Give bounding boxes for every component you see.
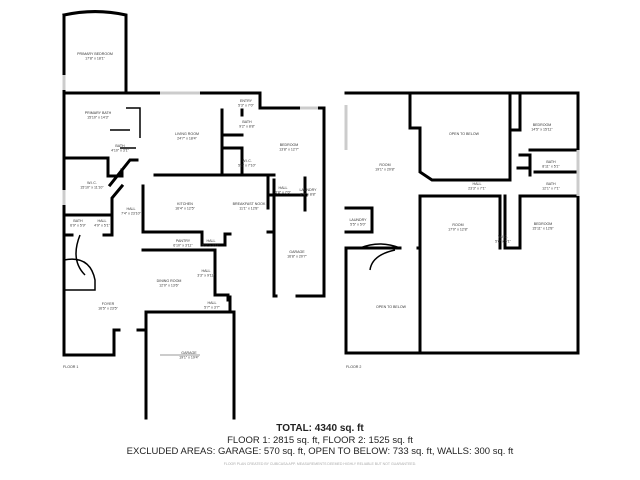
floor-1-walls <box>62 10 326 420</box>
svg-text:W.I.C.15'10" x 11'10": W.I.C.15'10" x 11'10" <box>80 181 104 190</box>
excluded-areas: EXCLUDED AREAS: GARAGE: 570 sq. ft, OPEN… <box>126 446 514 457</box>
total-area: TOTAL: 4340 sq. ft <box>276 423 364 434</box>
floor-areas: FLOOR 1: 2815 sq. ft, FLOOR 2: 1525 sq. … <box>227 435 413 446</box>
floor-2-label: FLOOR 2 <box>346 365 361 369</box>
svg-text:W.I.C.5'2" x 7'10": W.I.C.5'2" x 7'10" <box>238 159 256 168</box>
svg-text:OPEN TO BELOW: OPEN TO BELOW <box>449 132 480 136</box>
credit-note: FLOOR PLAN CREATED BY CUBICASA APP. MEAS… <box>223 462 417 466</box>
floor-2-walls <box>344 91 580 355</box>
floor-1-label: FLOOR 1 <box>63 365 78 369</box>
windows <box>62 75 580 356</box>
svg-text:W.I.C.5'6" x 6'1": W.I.C.5'6" x 6'1" <box>495 235 511 244</box>
svg-text:OPEN TO BELOW: OPEN TO BELOW <box>376 305 407 309</box>
